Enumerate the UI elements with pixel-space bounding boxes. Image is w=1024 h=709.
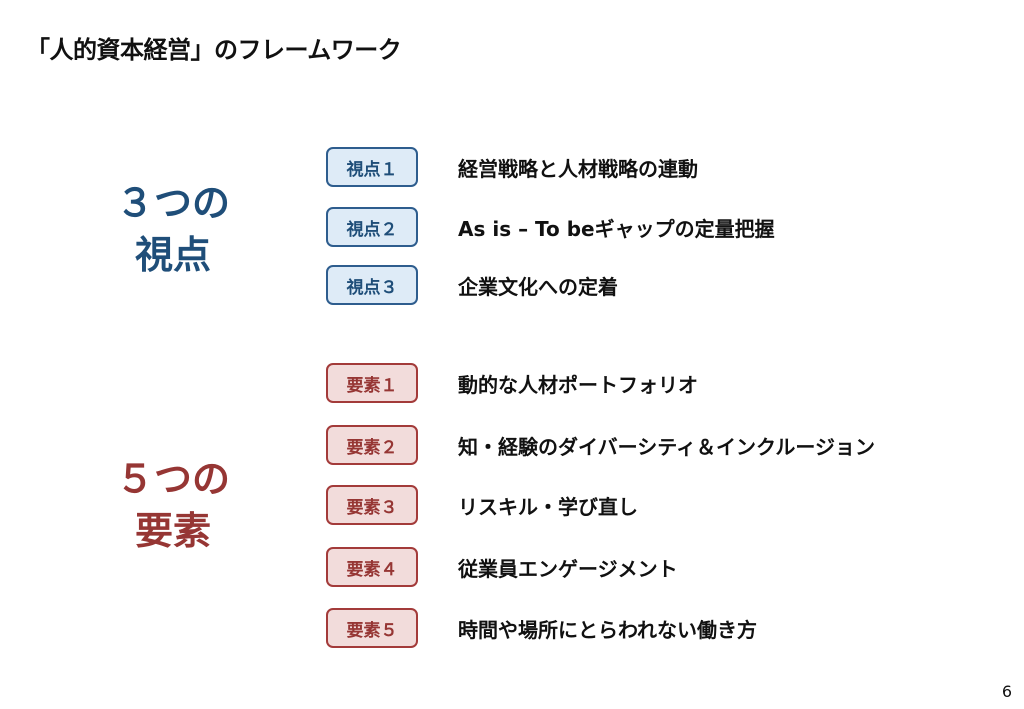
elements-heading: ５つの 要素 bbox=[100, 453, 246, 557]
element-row: 要素４ 従業員エンゲージメント bbox=[326, 546, 678, 588]
perspectives-heading-line2: 視点 bbox=[134, 233, 211, 277]
element-row: 要素２ 知・経験のダイバーシティ＆インクルージョン bbox=[326, 424, 875, 466]
element-row: 要素３ リスキル・学び直し bbox=[326, 484, 638, 526]
element-text: 知・経験のダイバーシティ＆インクルージョン bbox=[458, 434, 875, 459]
element-badge: 要素５ bbox=[326, 608, 418, 648]
page-number: 6 bbox=[1001, 682, 1012, 701]
element-row: 要素５ 時間や場所にとらわれない働き方 bbox=[326, 607, 757, 649]
element-badge: 要素２ bbox=[326, 425, 418, 465]
slide-title: 「人的資本経営」のフレームワーク bbox=[26, 36, 402, 64]
perspective-badge: 視点２ bbox=[326, 207, 418, 247]
perspective-text: 経営戦略と人材戦略の連動 bbox=[458, 156, 698, 181]
perspectives-heading-line1: ３つの bbox=[115, 181, 230, 225]
perspective-badge: 視点１ bbox=[326, 147, 418, 187]
perspective-row: 視点３ 企業文化への定着 bbox=[326, 264, 618, 306]
element-row: 要素１ 動的な人材ポートフォリオ bbox=[326, 362, 698, 404]
perspective-text: As is – To beギャップの定量把握 bbox=[458, 216, 775, 241]
element-text: 従業員エンゲージメント bbox=[458, 556, 678, 581]
perspective-text: 企業文化への定着 bbox=[458, 274, 618, 299]
perspective-row: 視点１ 経営戦略と人材戦略の連動 bbox=[326, 146, 698, 188]
element-badge: 要素４ bbox=[326, 547, 418, 587]
element-text: リスキル・学び直し bbox=[458, 494, 638, 519]
element-text: 動的な人材ポートフォリオ bbox=[458, 372, 698, 397]
perspective-badge: 視点３ bbox=[326, 265, 418, 305]
perspective-row: 視点２ As is – To beギャップの定量把握 bbox=[326, 206, 775, 248]
element-badge: 要素１ bbox=[326, 363, 418, 403]
elements-heading-line1: ５つの bbox=[115, 457, 230, 501]
element-badge: 要素３ bbox=[326, 485, 418, 525]
element-text: 時間や場所にとらわれない働き方 bbox=[458, 617, 757, 642]
elements-heading-line2: 要素 bbox=[134, 509, 211, 553]
perspectives-heading: ３つの 視点 bbox=[100, 177, 246, 281]
